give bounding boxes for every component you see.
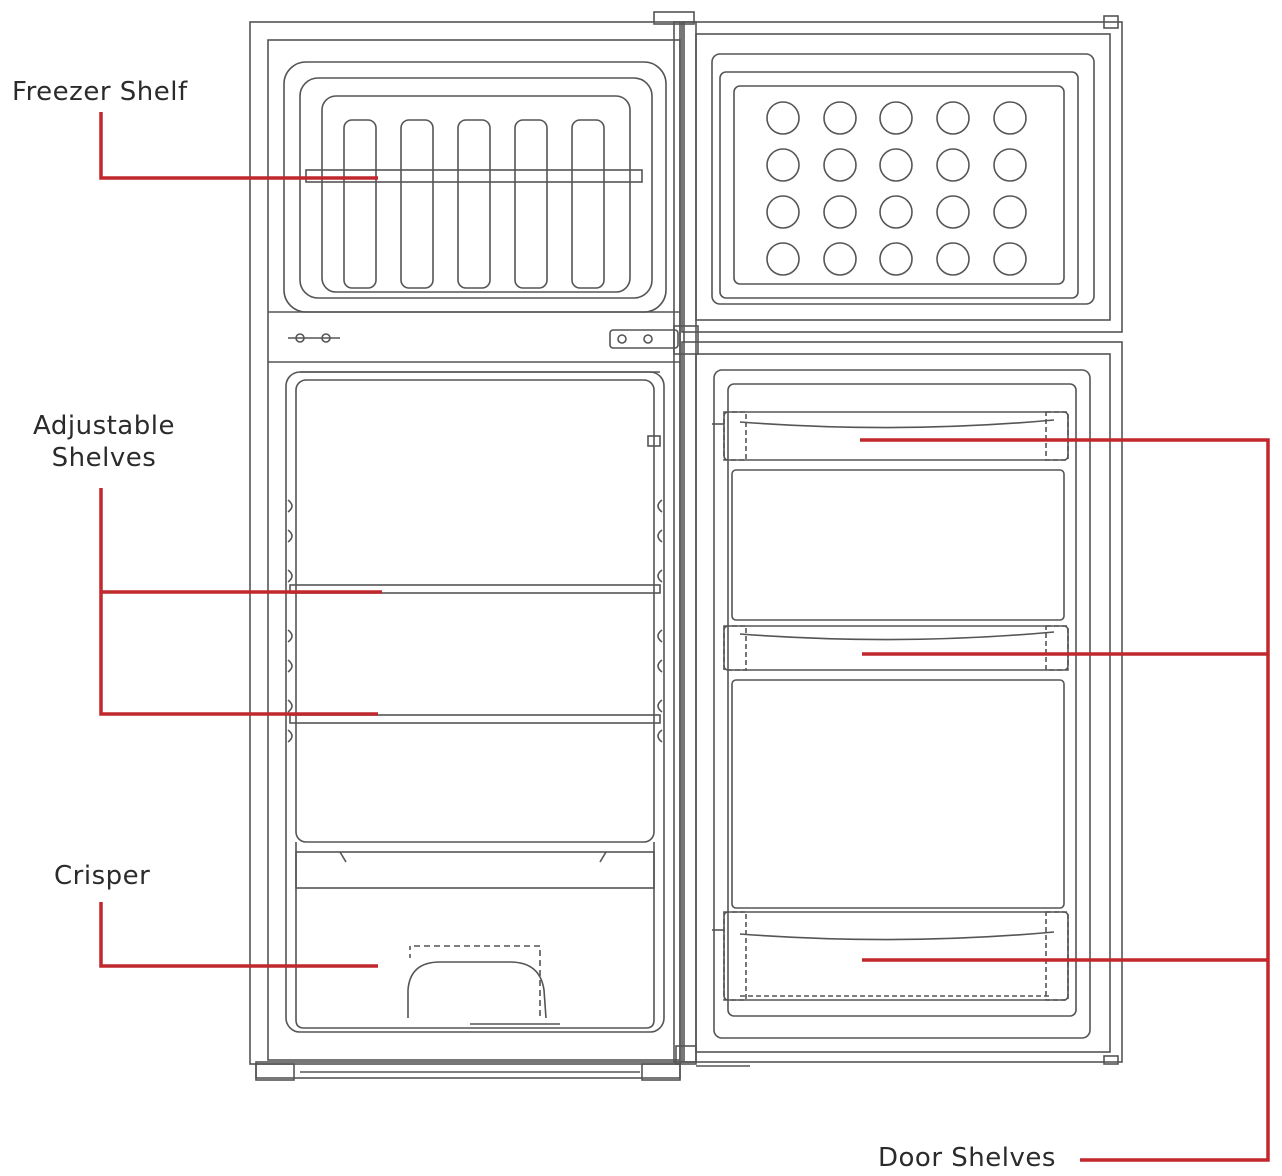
label-door-shelves: Door Shelves — [878, 1143, 1056, 1173]
crisper — [295, 842, 655, 1029]
fridge-compartment — [285, 371, 665, 1033]
door-shelf-top — [712, 411, 1069, 461]
circle-icon — [993, 195, 1027, 229]
leader-door-shelves — [860, 438, 1270, 1162]
door-hinge — [653, 11, 699, 1065]
compartment-divider — [268, 311, 680, 363]
circle-icon — [993, 148, 1027, 182]
circle-icon — [766, 101, 800, 135]
label-crisper: Crisper — [54, 861, 151, 891]
circle-icon — [766, 148, 800, 182]
circle-icon — [766, 195, 800, 229]
circle-icon — [823, 101, 857, 135]
circle-icon — [879, 195, 913, 229]
cabinet-body — [249, 21, 681, 1081]
circle-icon — [936, 242, 970, 276]
adjustable-shelf-upper — [289, 584, 661, 594]
freezer-door — [681, 15, 1123, 333]
circle-icon — [936, 195, 970, 229]
door-shelf-bottom — [712, 911, 1069, 1001]
ice-tray-holes — [766, 101, 1027, 276]
label-adjustable-shelves-line1: Adjustable — [33, 411, 175, 441]
circle-icon — [823, 242, 857, 276]
circle-icon — [766, 242, 800, 276]
circle-icon — [879, 242, 913, 276]
circle-icon — [879, 148, 913, 182]
leader-adjustable-shelves — [99, 488, 382, 716]
label-adjustable-shelves-line2: Shelves — [51, 443, 157, 473]
label-adjustable-shelves: Adjustable Shelves — [18, 410, 190, 474]
freezer-compartment — [283, 61, 667, 313]
circle-icon — [993, 101, 1027, 135]
circle-icon — [823, 195, 857, 229]
door-shelf-middle — [723, 625, 1069, 671]
adjustable-shelf-lower — [289, 714, 661, 724]
circle-icon — [936, 148, 970, 182]
circle-icon — [879, 101, 913, 135]
circle-icon — [823, 148, 857, 182]
freezer-shelf — [305, 169, 643, 183]
circle-icon — [993, 242, 1027, 276]
leader-freezer-shelf — [99, 112, 378, 180]
circle-icon — [936, 101, 970, 135]
label-freezer-shelf: Freezer Shelf — [12, 77, 188, 107]
fridge-door — [681, 341, 1123, 1067]
leader-crisper — [99, 902, 378, 968]
